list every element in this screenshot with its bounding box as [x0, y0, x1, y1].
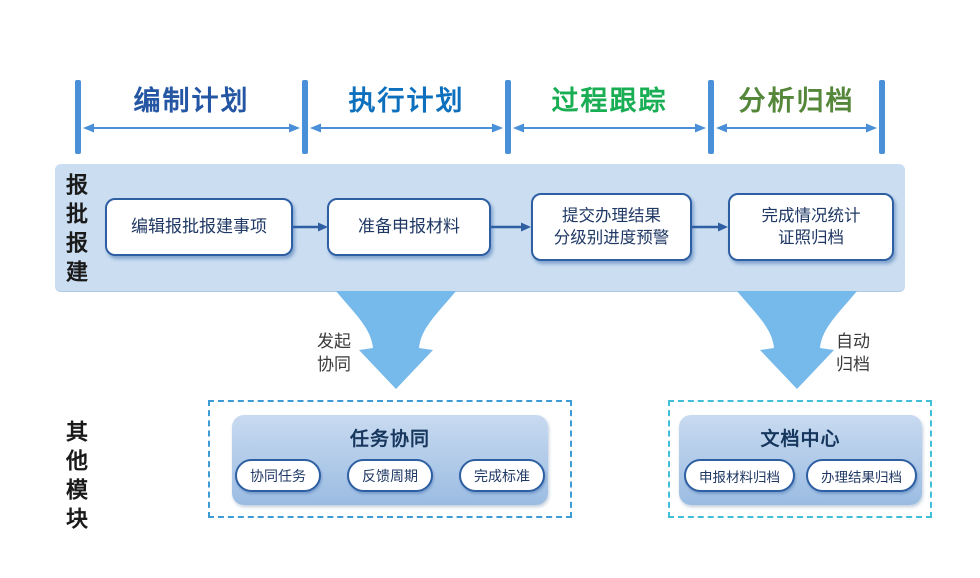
- pill-result-archive: 办理结果归档: [806, 459, 917, 492]
- flow-box-text: 编辑报批报建事项: [131, 217, 267, 236]
- task-collab-pills: 协同任务 反馈周期 完成标准: [232, 459, 548, 492]
- doc-center-pills: 申报材料归档 办理结果归档: [679, 459, 922, 492]
- phase-divider-bar: [505, 80, 511, 154]
- double-headed-arrow: [513, 123, 706, 133]
- band-label: 报批报建: [63, 173, 88, 289]
- flow-arrow-right: [692, 222, 728, 232]
- flow-box-completion-stats: 完成情况统计 证照归档: [728, 193, 894, 261]
- down-funnel-arrow-right: [737, 291, 857, 389]
- funnel-label-initiate-collab: 发起 协同: [317, 332, 351, 374]
- phase-divider-bar: [708, 80, 714, 154]
- doc-center-panel: 文档中心 申报材料归档 办理结果归档: [679, 415, 922, 505]
- double-headed-arrow: [310, 123, 503, 133]
- phase-divider-bar: [302, 80, 308, 154]
- pill-completion-standard: 完成标准: [459, 459, 545, 492]
- double-headed-arrow: [716, 123, 877, 133]
- modules-label: 其他模块: [63, 420, 88, 536]
- phase-divider-bar: [879, 80, 885, 154]
- flow-box-prepare-materials: 准备申报材料: [327, 198, 491, 256]
- phase-title-track: 过程跟踪: [551, 86, 668, 116]
- flow-box-text: 证照归档: [778, 229, 844, 247]
- doc-center-title: 文档中心: [760, 429, 841, 450]
- phase-title-archive: 分析归档: [738, 86, 855, 116]
- flow-box-edit-items: 编辑报批报建事项: [105, 198, 293, 256]
- flow-box-text: 分级别进度预警: [553, 229, 670, 247]
- flow-box-text: 完成情况统计: [761, 207, 861, 225]
- pill-feedback-cycle: 反馈周期: [347, 459, 433, 492]
- flow-box-text: 提交办理结果: [562, 207, 661, 225]
- flow-box-text: 准备申报材料: [358, 217, 460, 236]
- pill-collab-task: 协同任务: [235, 459, 321, 492]
- flow-box-submit-results: 提交办理结果 分级别进度预警: [531, 193, 692, 261]
- flow-arrow-right: [491, 222, 531, 232]
- double-headed-arrow: [83, 123, 300, 133]
- phase-title-execute: 执行计划: [348, 86, 465, 116]
- phase-divider-bar: [75, 80, 81, 154]
- phase-title-plan: 编制计划: [133, 86, 250, 116]
- flow-arrow-right: [292, 222, 328, 232]
- down-funnel-arrow-left: [336, 291, 456, 389]
- task-collab-title: 任务协同: [349, 429, 430, 450]
- task-collab-panel: 任务协同 协同任务 反馈周期 完成标准: [232, 415, 548, 505]
- funnel-label-auto-archive: 自动 归档: [836, 332, 870, 374]
- pill-application-archive: 申报材料归档: [684, 459, 795, 492]
